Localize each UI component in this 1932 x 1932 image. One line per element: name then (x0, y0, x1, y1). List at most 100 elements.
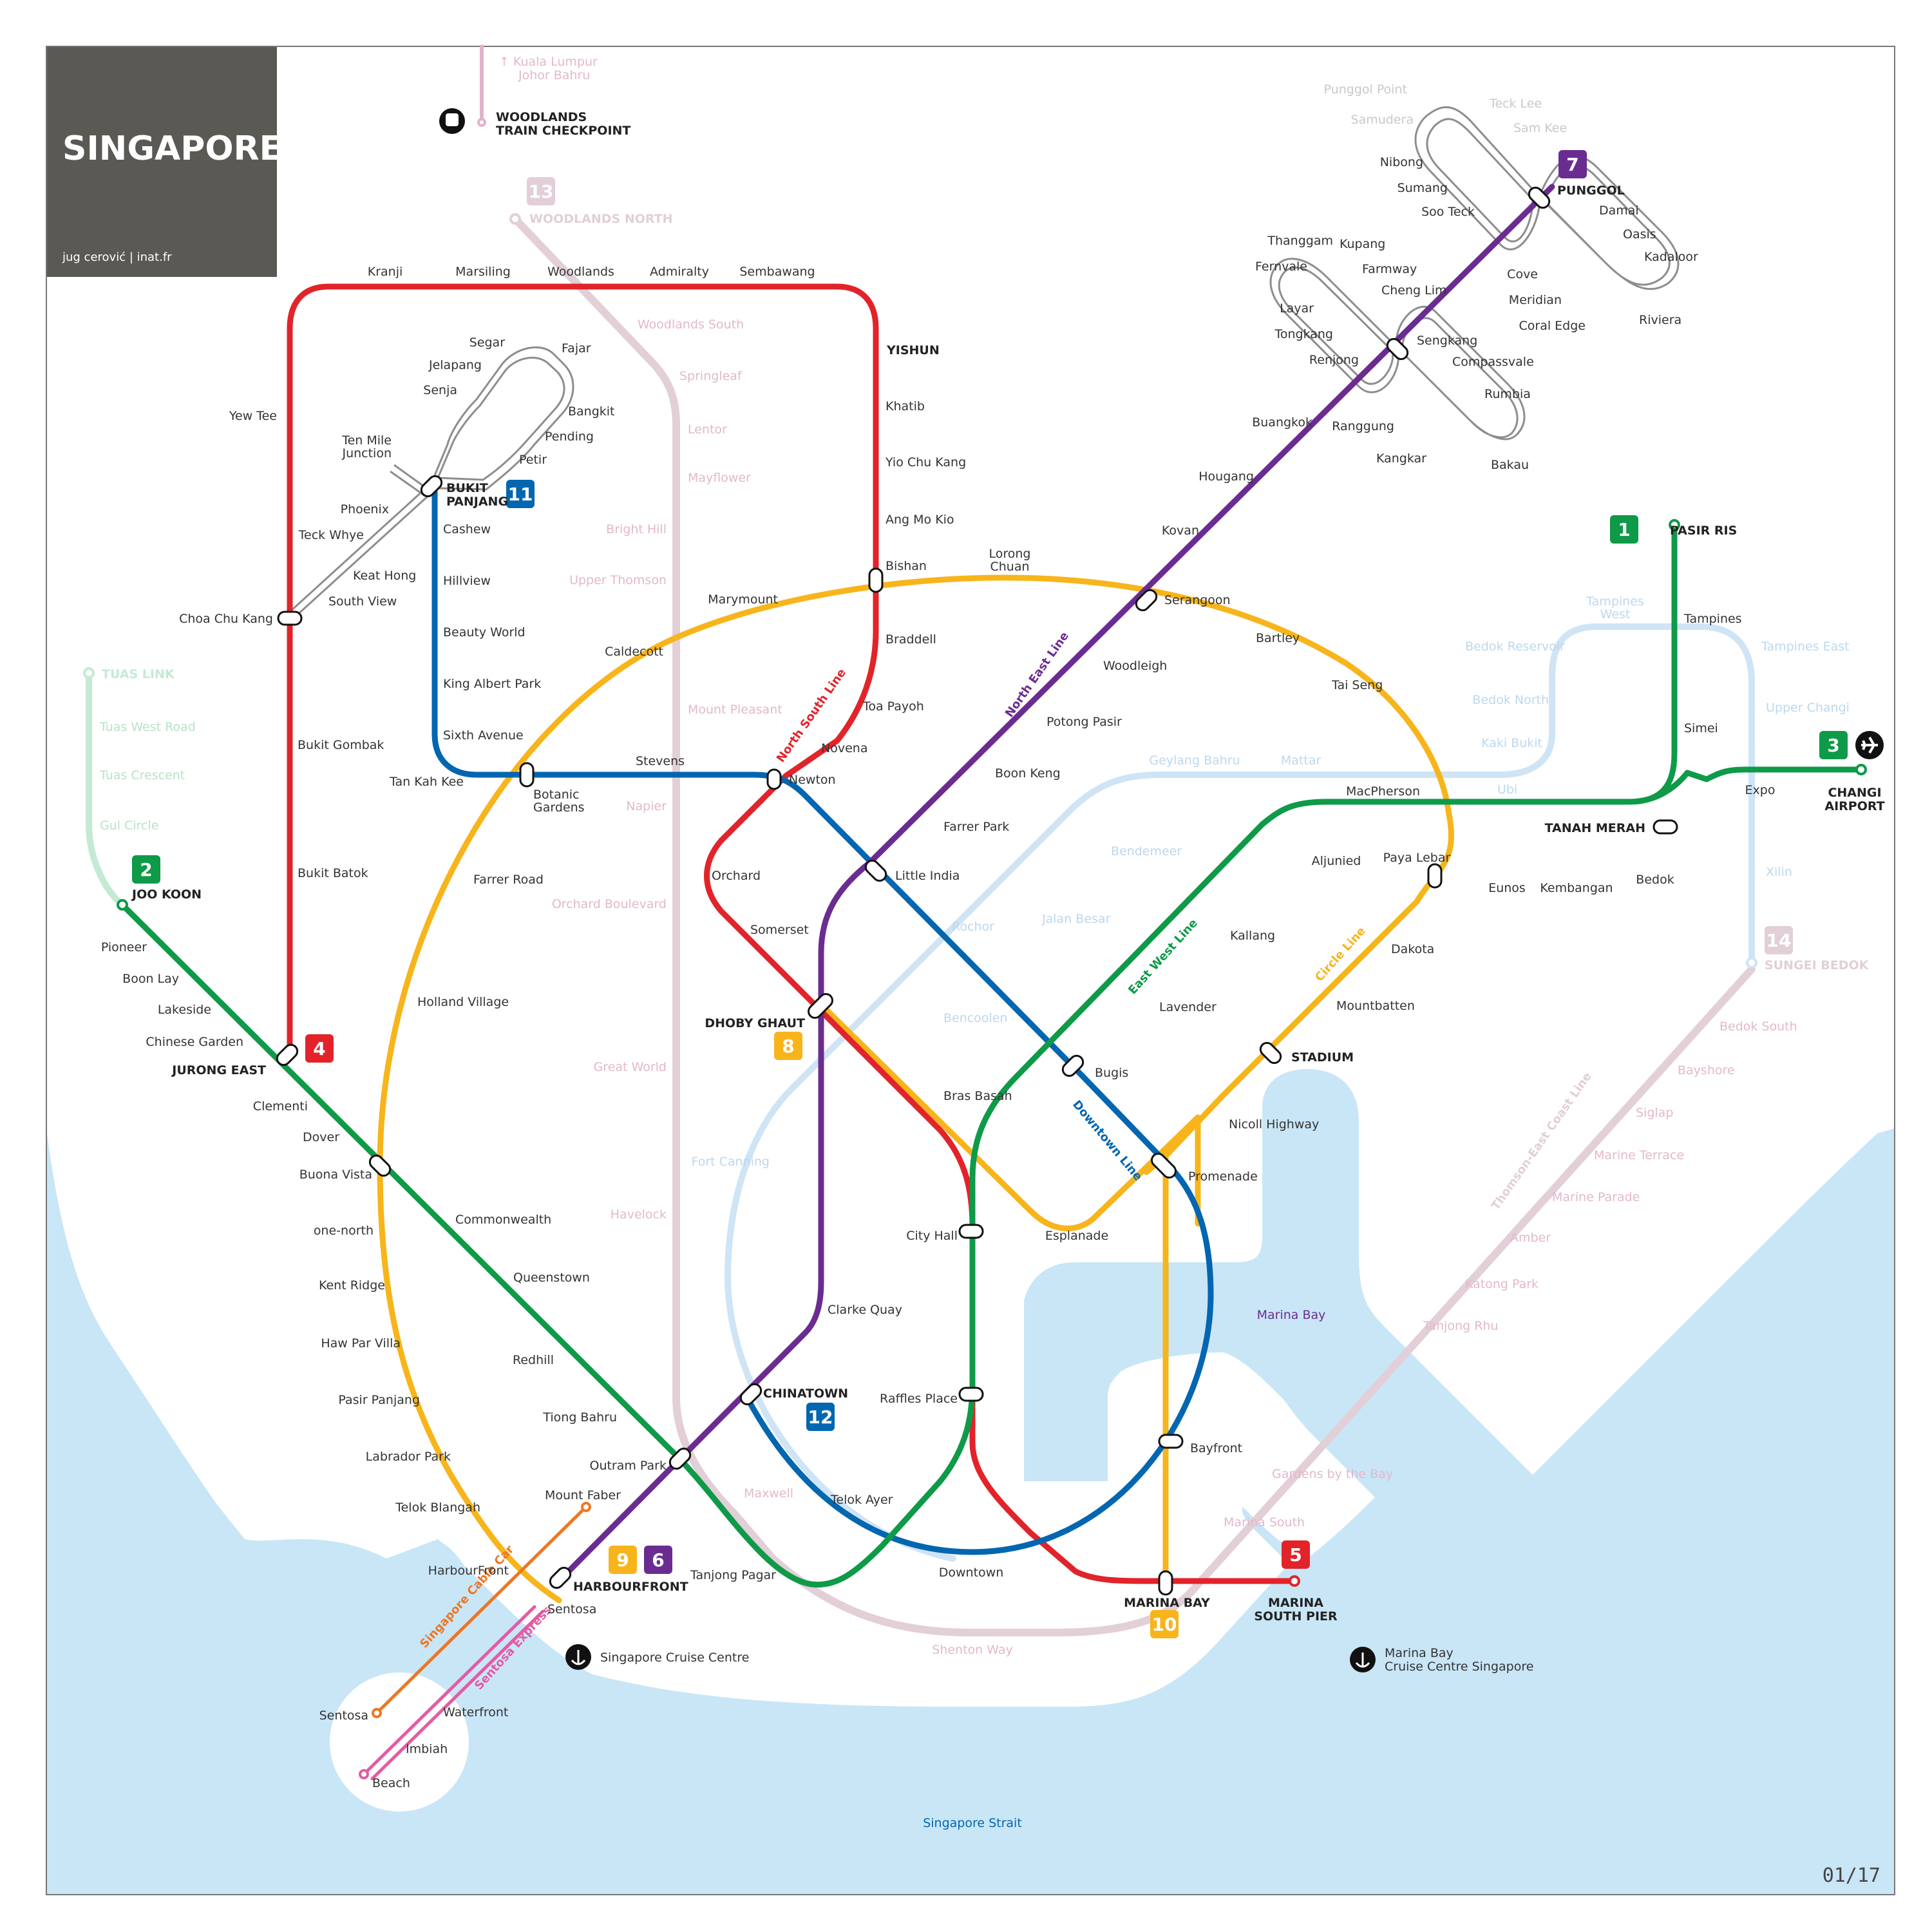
page-number: 01/17 (1823, 1864, 1880, 1887)
label-bukit-panjang-2: PANJANG (446, 495, 508, 509)
badge-6: 6 (644, 1546, 672, 1574)
label-dhoby-ghaut: DHOBY GHAUT (705, 1016, 805, 1030)
svg-text:3: 3 (1827, 735, 1839, 756)
station-lavender: Lavender (1159, 1000, 1217, 1014)
station-telok-ayer: Telok Ayer (830, 1493, 893, 1507)
station-marymount: Marymount (708, 592, 778, 607)
station-toa-payoh: Toa Payoh (862, 699, 924, 714)
station-fernvale: Fernvale (1255, 260, 1307, 274)
station-sixth-avenue: Sixth Avenue (443, 728, 524, 743)
future-marine-terrace: Marine Terrace (1594, 1148, 1684, 1162)
badge-2: 2 (132, 855, 160, 884)
station-cove: Cove (1507, 267, 1538, 281)
station-little-india: Little India (895, 869, 960, 883)
future-fort-canning: Fort Canning (691, 1155, 770, 1169)
marina-bay-water (1024, 1069, 1539, 1552)
map-title: SINGAPORE (62, 129, 282, 168)
station-somerset: Somerset (750, 923, 809, 937)
station-novena: Novena (821, 741, 867, 755)
ne-line-path (554, 184, 1555, 1586)
station-keat-hong: Keat Hong (353, 569, 416, 583)
station-hougang: Hougang (1198, 469, 1254, 484)
label-mbcc-1: Marina Bay (1385, 1646, 1454, 1660)
label-kl-2: Johor Bahru (518, 68, 590, 82)
future-bayshore: Bayshore (1678, 1063, 1735, 1077)
anchor-icon-cruise-centre (565, 1644, 591, 1670)
lrt-lines (289, 106, 1680, 618)
water-label-strait: Singapore Strait (923, 1816, 1022, 1830)
future-kaki-bukit: Kaki Bukit (1481, 736, 1542, 750)
future-gardens-by-the-bay: Gardens by the Bay (1272, 1467, 1393, 1481)
ic-promenade (1151, 1153, 1177, 1179)
ic-bishan (868, 567, 884, 593)
station-lakeside: Lakeside (158, 1003, 211, 1017)
badge-11: 11 (506, 480, 535, 508)
svg-text:11: 11 (508, 484, 533, 505)
station-king-albert-park: King Albert Park (443, 677, 541, 691)
station-beach: Beach (372, 1776, 410, 1790)
station-farrer-park: Farrer Park (943, 820, 1009, 834)
station-fajar: Fajar (562, 341, 591, 355)
label-sungei-bedok: SUNGEI BEDOK (1765, 958, 1870, 972)
station-yew-tee: Yew Tee (229, 409, 277, 423)
station-sumang: Sumang (1397, 181, 1448, 195)
ic-harbourfront (549, 1566, 572, 1589)
svg-text:12: 12 (808, 1406, 833, 1428)
station-tampines: Tampines (1683, 612, 1742, 626)
ic-dhoby-ghaut (808, 993, 833, 1019)
station-bras-basah: Bras Basah (943, 1089, 1012, 1103)
station-sembawang: Sembawang (739, 265, 815, 279)
station-mountbatten: Mountbatten (1336, 999, 1415, 1013)
station-expo: Expo (1745, 783, 1776, 797)
label-woodlands-checkpoint-1: WOODLANDS (496, 110, 587, 124)
label-jurong-east: JURONG EAST (171, 1063, 266, 1077)
future-mount-pleasant: Mount Pleasant (688, 703, 782, 717)
station-kadaloor: Kadaloor (1644, 250, 1698, 264)
station-harbourfront-cable: HarbourFront (428, 1564, 509, 1578)
label-cruise-centre: Singapore Cruise Centre (600, 1651, 749, 1665)
cc-line-path (377, 574, 1455, 1604)
label-bukit-panjang-1: BUKIT (446, 481, 488, 495)
dt-line-path (431, 483, 1214, 1555)
station-downtown: Downtown (939, 1566, 1004, 1580)
future-upper-changi: Upper Changi (1766, 701, 1850, 715)
station-clarke-quay: Clarke Quay (828, 1303, 902, 1317)
main-lines (119, 184, 1864, 1781)
station-kangkar: Kangkar (1376, 451, 1426, 466)
station-thanggam: Thanggam (1267, 234, 1333, 248)
station-holland-village: Holland Village (417, 995, 509, 1009)
airplane-icon (1855, 731, 1884, 759)
label-punggol: PUNGGOL (1557, 184, 1625, 198)
future-bedok-reservoir: Bedok Reservoir (1465, 639, 1565, 654)
station-layar: Layar (1280, 301, 1314, 316)
svg-text:2: 2 (140, 859, 152, 880)
badge-10: 10 (1150, 1610, 1179, 1638)
ns-line-path (287, 283, 1298, 1584)
station-buangkok: Buangkok (1252, 415, 1312, 430)
station-sam-kee: Sam Kee (1513, 121, 1567, 135)
future-mattar: Mattar (1281, 753, 1321, 768)
future-woodlands-south: Woodlands South (638, 317, 744, 332)
station-teck-lee: Teck Lee (1489, 97, 1542, 111)
station-pending: Pending (545, 430, 594, 444)
station-telok-blangah: Telok Blangah (395, 1501, 480, 1515)
station-bayfront: Bayfront (1190, 1441, 1242, 1455)
future-katong-park: Katong Park (1465, 1277, 1539, 1291)
ic-tanah-merah (1653, 819, 1678, 835)
future-marine-parade: Marine Parade (1552, 1190, 1640, 1204)
ic-raffles-place (958, 1387, 984, 1402)
label-yishun: YISHUN (886, 343, 940, 357)
dt-line-label: Downtown Line (1070, 1098, 1144, 1184)
label-changi: CHANGI (1828, 786, 1881, 800)
future-siglap: Siglap (1636, 1106, 1673, 1120)
future-bencoolen: Bencoolen (943, 1011, 1007, 1025)
title-background (46, 46, 277, 277)
svg-text:9: 9 (616, 1549, 629, 1571)
future-maxwell: Maxwell (744, 1486, 793, 1501)
train-icon (439, 108, 465, 134)
station-braddell: Braddell (886, 632, 936, 647)
station-compassvale: Compassvale (1452, 355, 1534, 369)
station-soo-teck: Soo Teck (1421, 205, 1475, 219)
label-harbourfront: HARBOURFRONT (573, 1580, 688, 1594)
